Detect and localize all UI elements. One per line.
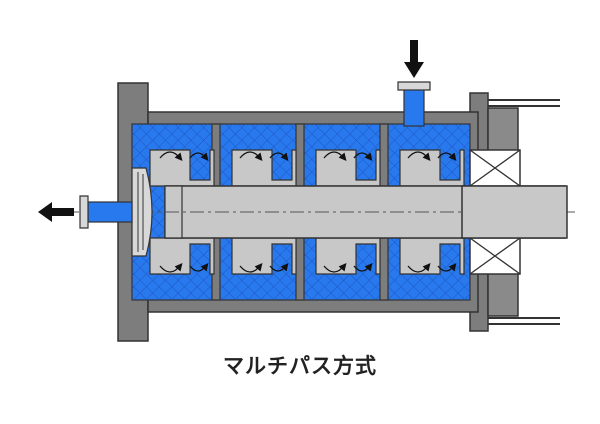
flow-arrows xyxy=(159,151,457,273)
outlet-nozzle xyxy=(79,195,133,229)
bearing-icon xyxy=(461,149,568,275)
outlet-arrow-icon xyxy=(38,202,74,222)
diagram-caption: マルチパス方式 xyxy=(223,354,377,378)
left-end-cap xyxy=(131,167,153,257)
inlet-nozzle xyxy=(397,81,431,127)
impellers xyxy=(149,149,465,275)
inlet-arrow-icon xyxy=(404,40,424,78)
multipass-pump-cross-section xyxy=(38,40,575,342)
